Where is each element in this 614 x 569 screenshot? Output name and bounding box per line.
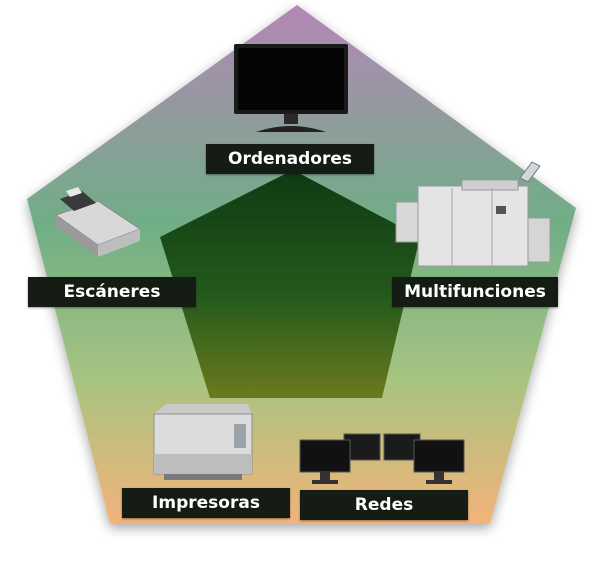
multifunction-printer-icon — [395, 161, 551, 267]
label-impresoras: Impresoras — [122, 488, 290, 518]
monitor-icon — [234, 44, 348, 132]
label-multifunciones: Multifunciones — [392, 277, 558, 307]
label-ordenadores: Ordenadores — [206, 144, 374, 174]
inner-pentagon — [160, 170, 420, 398]
networked-monitors-icon — [299, 433, 465, 484]
laser-printer-icon — [153, 404, 253, 480]
label-escaneres: Escáneres — [28, 277, 196, 307]
scanner-icon — [54, 187, 142, 257]
label-redes: Redes — [300, 490, 468, 520]
